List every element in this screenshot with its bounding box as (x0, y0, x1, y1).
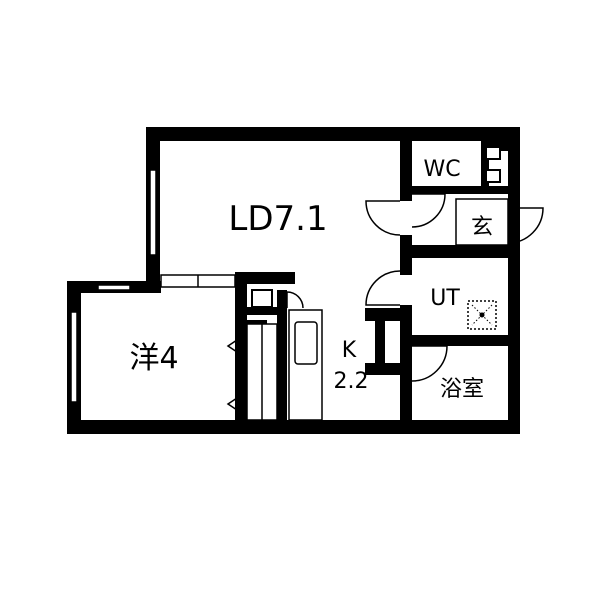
washing-machine-pan (467, 300, 497, 330)
room-label-utility: UT (430, 286, 460, 311)
doors (365, 193, 544, 382)
room-label-wc: WC (423, 157, 460, 182)
room-label-ld: LD7.1 (228, 199, 327, 239)
room-label-kitchen: K (342, 338, 357, 363)
kitchen-counter (286, 291, 323, 421)
room-label-bathroom: 浴室 (440, 377, 484, 402)
windows (70, 169, 236, 403)
room-label-western: 洋4 (129, 341, 178, 376)
shoe-cabinet-markers (485, 146, 501, 183)
closet (226, 323, 278, 421)
closet-corner (251, 289, 273, 308)
interior-walls (235, 141, 508, 434)
room-label-kitchen-size: 2.2 (334, 369, 369, 394)
room-label-entrance: 玄 (471, 215, 493, 240)
